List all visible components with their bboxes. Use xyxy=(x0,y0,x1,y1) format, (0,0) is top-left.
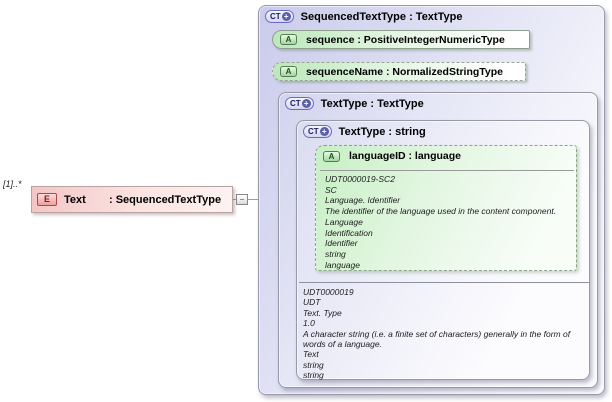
plus-icon: + xyxy=(281,12,291,21)
complextype-icon: CT + xyxy=(303,125,332,138)
annotation-line: string xyxy=(303,359,324,370)
element-icon: E xyxy=(37,193,57,206)
attribute-languageid[interactable]: A languageID : language UDT0000019-SC2 S… xyxy=(315,145,577,271)
minus-icon: − xyxy=(239,194,245,204)
complextype-header[interactable]: CT + TextType : string xyxy=(303,125,426,138)
attribute-sequence[interactable]: A sequence : PositiveIntegerNumericType xyxy=(272,30,530,49)
complextype-title: TextType : string xyxy=(338,125,426,138)
annotation-languageid: UDT0000019-SC2 SC Language. Identifier T… xyxy=(325,174,573,270)
annotation-line: UDT0000019 xyxy=(303,287,354,297)
plus-icon: + xyxy=(301,99,311,108)
element-type: : SequencedTextType xyxy=(109,193,222,206)
attribute-label: sequence : PositiveIntegerNumericType xyxy=(306,33,505,46)
complextype-title: TextType : TextType xyxy=(320,97,424,110)
annotation-line: UDT0000019-SC2 xyxy=(325,174,395,184)
element-text[interactable]: E Text : SequencedTextType xyxy=(31,186,233,213)
annotation-line: Language. Identifier xyxy=(325,195,401,206)
complextype-header[interactable]: CT + TextType : TextType xyxy=(285,97,424,110)
annotation-texttype: UDT0000019 UDT Text. Type 1.0 A characte… xyxy=(303,287,590,381)
attribute-label: languageID : language xyxy=(349,150,462,162)
attribute-icon: A xyxy=(323,150,340,162)
attribute-sequencename[interactable]: A sequenceName : NormalizedStringType xyxy=(272,62,526,81)
attribute-label: sequenceName : NormalizedStringType xyxy=(306,65,504,78)
annotation-line: The identifier of the language used in t… xyxy=(325,206,557,217)
annotation-line: SC xyxy=(325,184,337,195)
annotation-line: 1.0 xyxy=(303,318,315,329)
annotation-line: Text. Type xyxy=(303,307,342,318)
attribute-header: A languageID : language xyxy=(323,150,461,162)
plus-icon: + xyxy=(319,127,329,136)
complextype-icon: CT + xyxy=(265,10,294,23)
collapse-handle[interactable]: − xyxy=(236,194,248,205)
annotation-line: language xyxy=(325,259,360,270)
divider xyxy=(299,282,589,283)
annotation-line: Language xyxy=(325,216,363,227)
annotation-line: UDT xyxy=(303,297,321,308)
attribute-icon: A xyxy=(280,34,297,45)
complextype-icon: CT + xyxy=(285,97,314,110)
annotation-line: Identifier xyxy=(325,238,358,249)
annotation-line: string xyxy=(303,370,324,381)
complextype-header[interactable]: CT + SequencedTextType : TextType xyxy=(265,10,462,23)
annotation-line: Identification xyxy=(325,227,373,238)
annotation-line: Text xyxy=(303,349,319,360)
element-name: Text xyxy=(64,193,86,206)
divider xyxy=(320,170,574,171)
annotation-line: string xyxy=(325,248,346,259)
cardinality-label: [1]..* xyxy=(3,179,22,189)
annotation-line: A character string (i.e. a finite set of… xyxy=(303,328,571,350)
complextype-title: SequencedTextType : TextType xyxy=(300,10,463,23)
attribute-icon: A xyxy=(280,66,297,77)
